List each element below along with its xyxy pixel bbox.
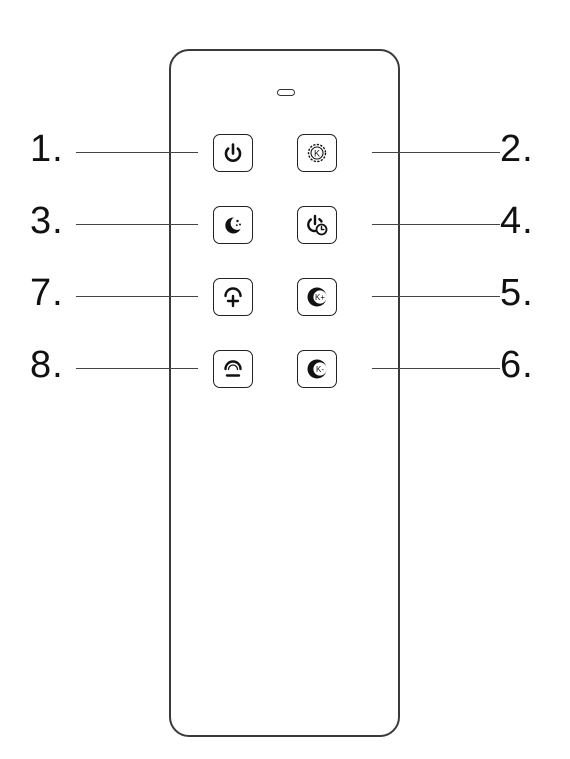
leader-line-7 (76, 296, 198, 297)
moon-stars-icon (225, 217, 241, 234)
callout-1: 1. (30, 128, 64, 170)
brightness-down-button[interactable] (213, 350, 253, 388)
night-mode-button[interactable] (213, 206, 253, 244)
callout-4: 4. (500, 200, 534, 242)
callout-8: 8. (30, 344, 64, 386)
power-icon (224, 143, 242, 162)
brightness-up-button[interactable] (213, 278, 253, 316)
brightness-up-icon (224, 287, 242, 308)
callout-5: 5. (500, 272, 534, 314)
callout-2: 2. (500, 128, 534, 170)
leader-line-2 (372, 152, 500, 153)
indicator-led (277, 89, 295, 96)
power-button[interactable] (213, 134, 253, 172)
k-minus-glyph: K- (316, 365, 324, 374)
k-plus-glyph: K+ (315, 293, 325, 302)
k-minus-button[interactable]: K- (297, 350, 337, 388)
k-plus-moon-icon: K+ (307, 287, 327, 307)
leader-line-4 (372, 224, 500, 225)
leader-line-8 (76, 368, 198, 369)
remote-control-body (169, 49, 400, 737)
leader-line-3 (76, 224, 198, 225)
k-minus-moon-icon: K- (307, 359, 327, 379)
k-mode-glyph: K (314, 148, 320, 158)
k-plus-button[interactable]: K+ (297, 278, 337, 316)
k-circle-icon: K (307, 143, 327, 163)
brightness-down-icon (224, 360, 242, 377)
callout-3: 3. (30, 200, 64, 242)
timer-button[interactable] (297, 206, 337, 244)
leader-line-5 (372, 296, 500, 297)
power-timer-icon (307, 214, 328, 236)
callout-7: 7. (30, 272, 64, 314)
k-mode-button[interactable]: K (297, 134, 337, 172)
leader-line-6 (372, 368, 500, 369)
leader-line-1 (76, 152, 198, 153)
callout-6: 6. (500, 344, 534, 386)
